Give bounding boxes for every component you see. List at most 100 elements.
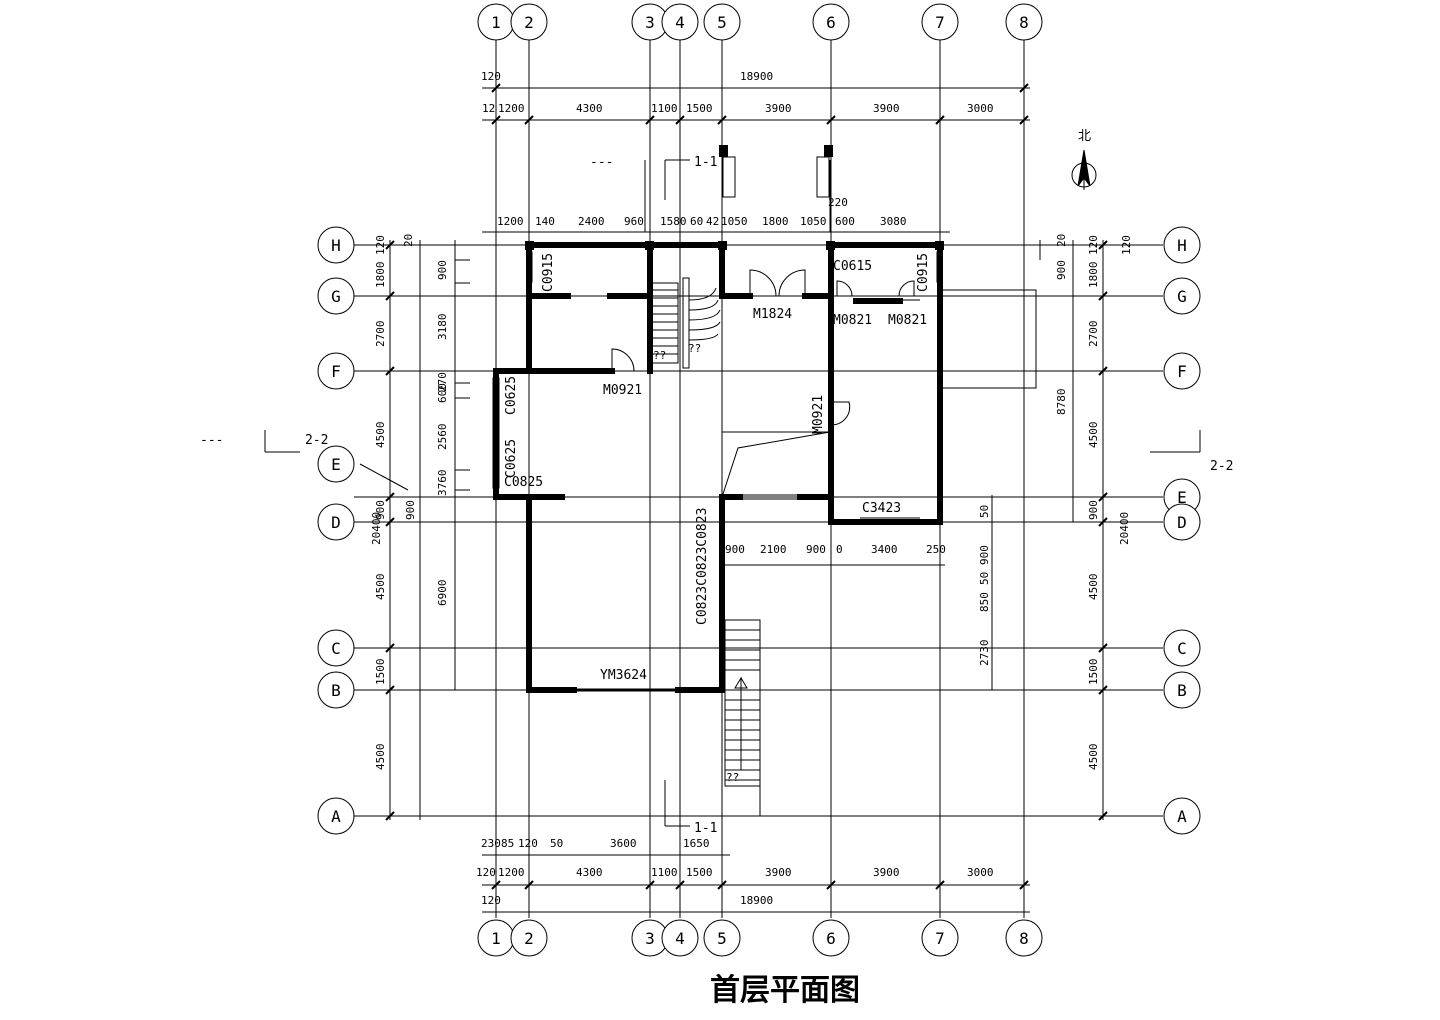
dimension-text: 2100 <box>760 543 787 556</box>
north-arrow <box>1071 149 1097 190</box>
dimension-text: 900 <box>978 545 991 565</box>
dimension-text: 4500 <box>374 744 387 771</box>
axis-bubble-label: C <box>331 639 341 658</box>
dimension-lines <box>264 87 1201 913</box>
dimension-text: 1580 <box>660 215 687 228</box>
dimension-text: 50 <box>550 837 563 850</box>
dimension-text: 120 <box>476 866 496 879</box>
axis-bubble-label: 4 <box>675 929 685 948</box>
axis-bubble-6: 6 <box>812 919 850 957</box>
dimension-text: 20400 <box>370 512 383 545</box>
axis-bubble-label: 4 <box>675 13 685 32</box>
dimension-text: 85 <box>501 837 514 850</box>
axis-bubble-label: 7 <box>935 13 945 32</box>
dimension-text: 900 <box>1087 500 1100 520</box>
dimension-text: 850 <box>978 592 991 612</box>
axis-bubble-label: G <box>331 287 341 306</box>
axis-bubble-label: A <box>1177 807 1187 826</box>
dimension-text: 900 <box>1055 260 1068 280</box>
dimension-text: 3180 <box>436 314 449 341</box>
axis-bubble-label: 1 <box>491 929 501 948</box>
axis-bubble-label: G <box>1177 287 1187 306</box>
dimension-text: 18900 <box>740 70 773 83</box>
section-dashes: --- <box>200 433 223 448</box>
section-mark-label: 1-1 <box>694 821 717 836</box>
dimension-text: 270 <box>436 372 449 392</box>
door-label: YM3624 <box>600 668 647 683</box>
door-label: M0921 <box>811 395 826 434</box>
dimension-text: 2700 <box>1087 321 1100 348</box>
dimension-text: 250 <box>926 543 946 556</box>
dimension-text: 2560 <box>436 424 449 451</box>
dimension-text: 120 <box>481 894 501 907</box>
dimension-text: 1200 <box>498 866 525 879</box>
axis-bubble-6: 6 <box>812 3 850 41</box>
axis-bubble-label: E <box>331 455 341 474</box>
dimension-text: 1200 <box>498 102 525 115</box>
axis-bubble-label: 2 <box>524 13 534 32</box>
dimension-text: 120 <box>481 70 501 83</box>
dimension-text: 0 <box>836 543 843 556</box>
axis-bubble-label: 7 <box>935 929 945 948</box>
axis-bubble-5: 5 <box>703 919 741 957</box>
dimension-text: 1050 <box>721 215 748 228</box>
door-label: M0821 <box>888 313 927 328</box>
dimension-text: 20 <box>1055 234 1068 247</box>
windows-doors <box>492 244 943 692</box>
axis-bubble-8: 8 <box>1005 919 1043 957</box>
axis-bubble-G: G <box>317 277 355 315</box>
axis-bubble-label: E <box>1177 488 1187 507</box>
dimension-text: 3600 <box>610 837 637 850</box>
axis-bubble-label: C <box>1177 639 1187 658</box>
window-label: C0823C0823C0823 <box>695 508 710 625</box>
axis-bubble-label: D <box>331 513 341 532</box>
dimension-text: 4500 <box>1087 422 1100 449</box>
dimension-text: 20 <box>402 234 415 247</box>
dimension-text: 3900 <box>873 102 900 115</box>
dimension-text: 1800 <box>374 262 387 289</box>
window-label: C0915 <box>541 253 556 292</box>
axis-bubble-label: 6 <box>826 13 836 32</box>
dimension-text: 1500 <box>686 102 713 115</box>
axis-bubble-label: F <box>1177 362 1187 381</box>
dimension-text: 1500 <box>686 866 713 879</box>
section-mark-label: 1-1 <box>694 155 717 170</box>
dimension-text: 12 <box>482 102 495 115</box>
axis-bubble-C: C <box>1163 629 1201 667</box>
axis-bubble-1: 1 <box>477 3 515 41</box>
dimension-text: 1800 <box>1087 262 1100 289</box>
dimension-text: 120 <box>1087 235 1100 255</box>
dimension-text: 120 <box>518 837 538 850</box>
dimension-text: 1800 <box>762 215 789 228</box>
window-label: C3423 <box>862 501 901 516</box>
door-label: M0821 <box>833 313 872 328</box>
window-label: C0625 <box>504 376 519 415</box>
window-label: C0915 <box>916 253 931 292</box>
section-mark-label: 2-2 <box>1210 459 1233 474</box>
dimension-text: 900 <box>436 260 449 280</box>
dimension-text: 4500 <box>1087 574 1100 601</box>
dimension-text: 4500 <box>1087 744 1100 771</box>
dimension-text: 60 <box>690 215 703 228</box>
dimension-text: 18900 <box>740 894 773 907</box>
ticks <box>385 83 1108 890</box>
dimension-text: 2730 <box>978 640 991 667</box>
stair-mark: ?? <box>688 342 701 355</box>
axis-bubble-H: H <box>1163 226 1201 264</box>
dimension-text: 600 <box>835 215 855 228</box>
dimension-text: 3000 <box>967 102 994 115</box>
axis-bubble-label: 6 <box>826 929 836 948</box>
door-label: M0921 <box>603 383 642 398</box>
dimension-text: 1050 <box>800 215 827 228</box>
dimension-text: 900 <box>404 500 417 520</box>
axis-bubble-7: 7 <box>921 919 959 957</box>
dimension-text: 1650 <box>683 837 710 850</box>
axis-bubble-G: G <box>1163 277 1201 315</box>
drawing-title: 首层平面图 <box>710 973 860 1008</box>
axis-bubble-label: 5 <box>717 13 727 32</box>
axis-bubble-label: F <box>331 362 341 381</box>
stair-mark: ?? <box>653 349 666 362</box>
dimension-text: 3000 <box>967 866 994 879</box>
window-label: C0625 <box>504 439 519 478</box>
